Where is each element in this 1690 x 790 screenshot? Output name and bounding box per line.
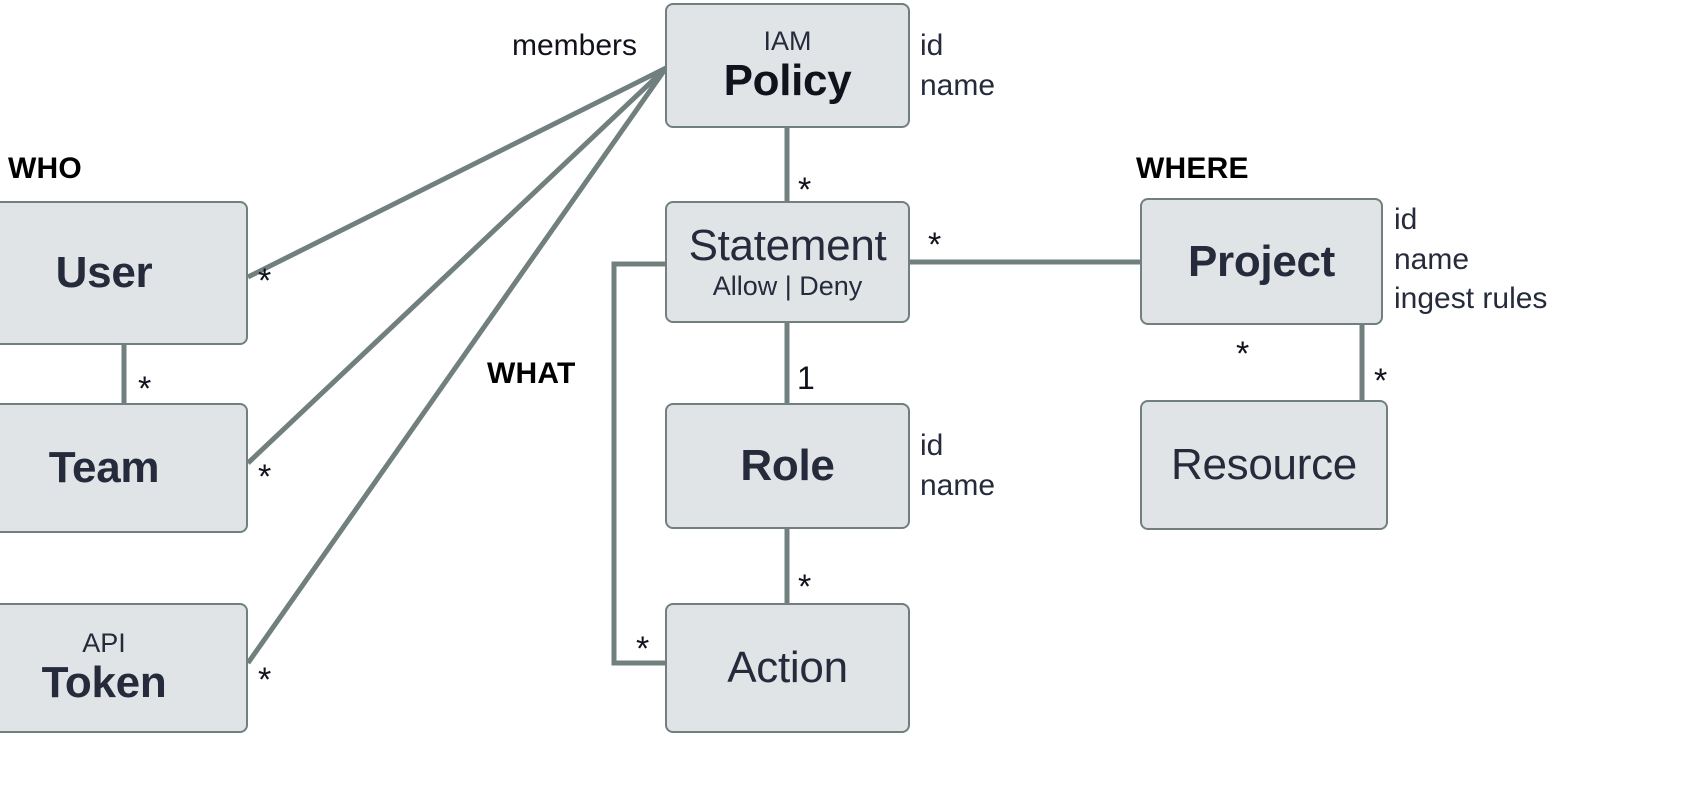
cardinality-statement-role: 1: [797, 360, 815, 396]
node-iam-policy-title: Policy: [723, 55, 852, 105]
node-team[interactable]: Team: [0, 403, 248, 533]
cardinality-role-action: *: [798, 568, 812, 606]
node-resource-title: Resource: [1171, 440, 1357, 490]
node-action-title: Action: [727, 643, 848, 693]
node-project-title: Project: [1187, 236, 1336, 286]
edge-token-policy: [245, 66, 669, 665]
attributes-policy: id name: [920, 29, 996, 102]
node-resource[interactable]: Resource: [1140, 400, 1388, 530]
cardinality-team-policy: *: [258, 458, 272, 496]
node-role-title: Role: [740, 441, 835, 491]
node-role[interactable]: Role: [665, 403, 910, 529]
node-action[interactable]: Action: [665, 603, 910, 733]
node-project[interactable]: Project: [1140, 198, 1383, 325]
node-statement-subtitle: Allow | Deny: [712, 271, 863, 302]
edge-label-members: members: [512, 29, 638, 62]
section-label-where: WHERE: [1136, 152, 1249, 185]
node-iam-policy-kicker: IAM: [763, 25, 812, 56]
cardinality-token-policy: *: [258, 661, 272, 699]
attributes-role: id name: [920, 429, 996, 502]
node-api-token-kicker: API: [82, 628, 126, 659]
section-label-who: WHO: [8, 152, 82, 185]
node-user-title: User: [55, 248, 153, 298]
edge-team-policy: [246, 66, 668, 465]
cardinality-user-team: *: [138, 370, 152, 408]
node-iam-policy[interactable]: IAM Policy: [665, 3, 910, 128]
cardinality-statement-action: *: [636, 630, 650, 668]
edge-user-policy: [246, 65, 668, 280]
cardinality-project-resource-a: *: [1236, 335, 1250, 373]
node-statement-title: Statement: [688, 220, 887, 270]
cardinality-user-policy: *: [258, 262, 272, 300]
edge-statement-action: [611, 261, 665, 666]
node-statement[interactable]: Statement Allow | Deny: [665, 201, 910, 323]
node-user[interactable]: User: [0, 201, 248, 345]
cardinality-policy-statement: *: [798, 171, 812, 209]
node-team-title: Team: [48, 443, 160, 493]
node-api-token[interactable]: API Token: [0, 603, 248, 733]
node-api-token-title: Token: [41, 658, 167, 708]
attributes-project: id name ingest rules: [1394, 203, 1548, 316]
cardinality-project-resource-b: *: [1374, 362, 1388, 400]
section-label-what: WHAT: [487, 357, 576, 390]
cardinality-statement-project: *: [928, 226, 942, 264]
